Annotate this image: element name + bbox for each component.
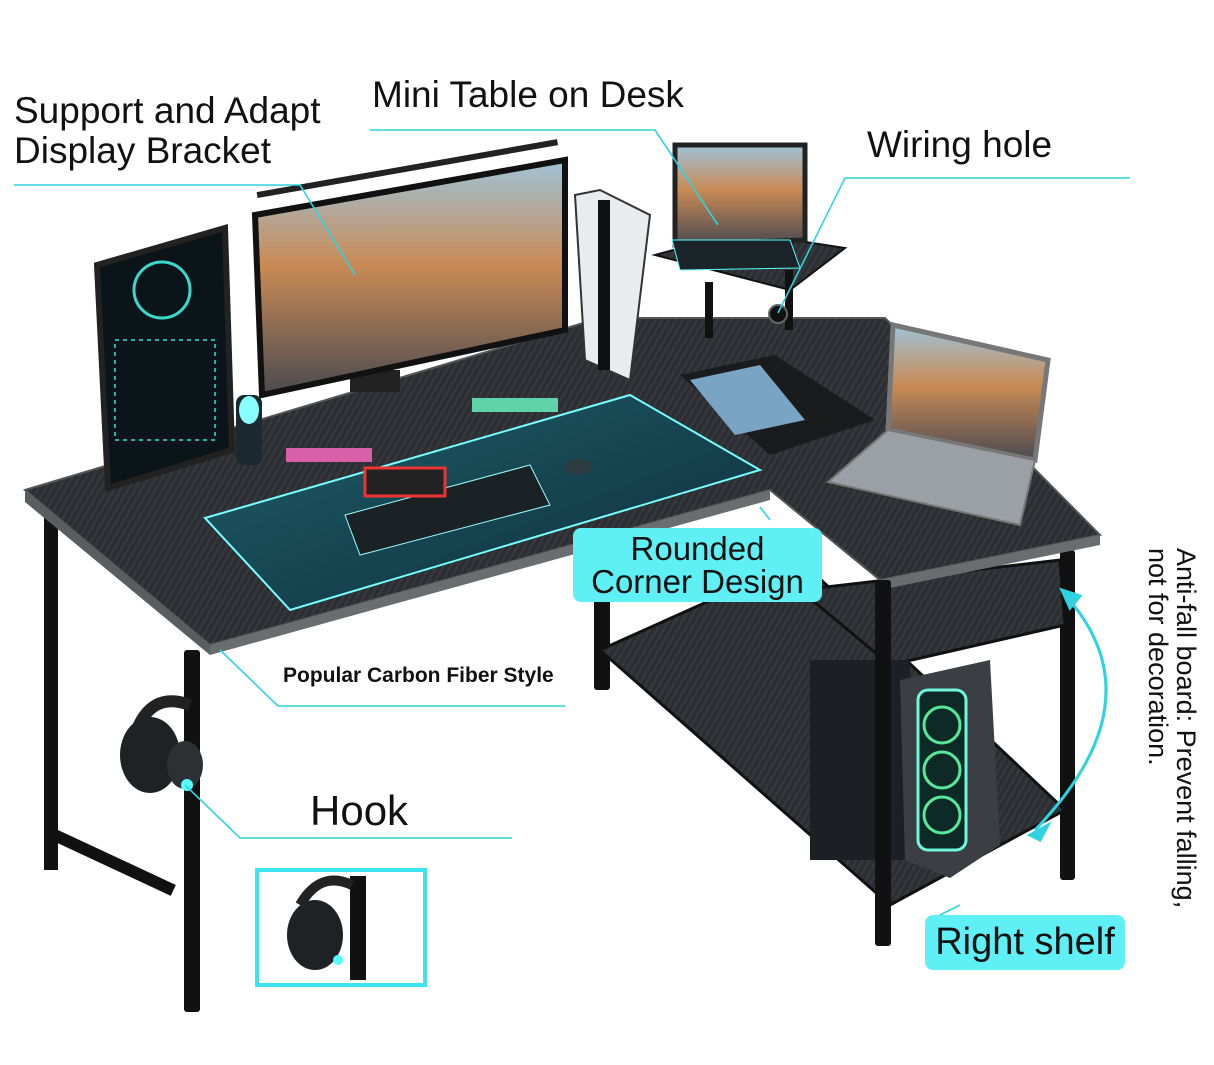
vertical-monitor <box>93 224 236 492</box>
bracket-label-line2: Display Bracket <box>14 130 272 171</box>
tablet <box>690 365 805 435</box>
hook-detail-inset <box>255 868 427 987</box>
carbon-fiber-label: Popular Carbon Fiber Style <box>283 664 554 687</box>
callout-lines <box>14 129 1130 916</box>
anti-fall-label: Anti-fall board: Prevent falling, not fo… <box>1143 548 1201 909</box>
wiring-hole <box>768 304 788 324</box>
desk-lamp <box>236 395 262 465</box>
hook-label: Hook <box>310 787 409 834</box>
pc-tower <box>810 660 1000 878</box>
anti-fall-line2: not for decoration. <box>1143 548 1173 766</box>
rounded-corner-label: Rounded Corner Design <box>573 528 822 602</box>
main-monitor <box>251 139 568 399</box>
front-legs <box>184 580 891 1012</box>
anti-fall-arrow <box>1026 587 1108 842</box>
rounded-corner-line2: Corner Design <box>591 563 804 600</box>
wiring-hole-label: Wiring hole <box>867 124 1053 165</box>
game-console <box>573 188 652 382</box>
headphones <box>120 695 203 793</box>
laptop <box>825 321 1051 527</box>
bracket-label-line1: Support and Adapt <box>14 90 321 131</box>
right-shelf-label: Right shelf <box>925 915 1125 970</box>
switch-console <box>363 466 447 498</box>
rgb-light-bar-2 <box>472 398 558 412</box>
mini-table-label: Mini Table on Desk <box>372 74 684 115</box>
keyboard <box>344 464 551 556</box>
anti-fall-line1: Anti-fall board: Prevent falling, <box>1171 548 1201 909</box>
mouse <box>564 459 592 475</box>
rgb-light-bar-1 <box>286 448 372 462</box>
rounded-corner-line1: Rounded <box>630 530 765 567</box>
